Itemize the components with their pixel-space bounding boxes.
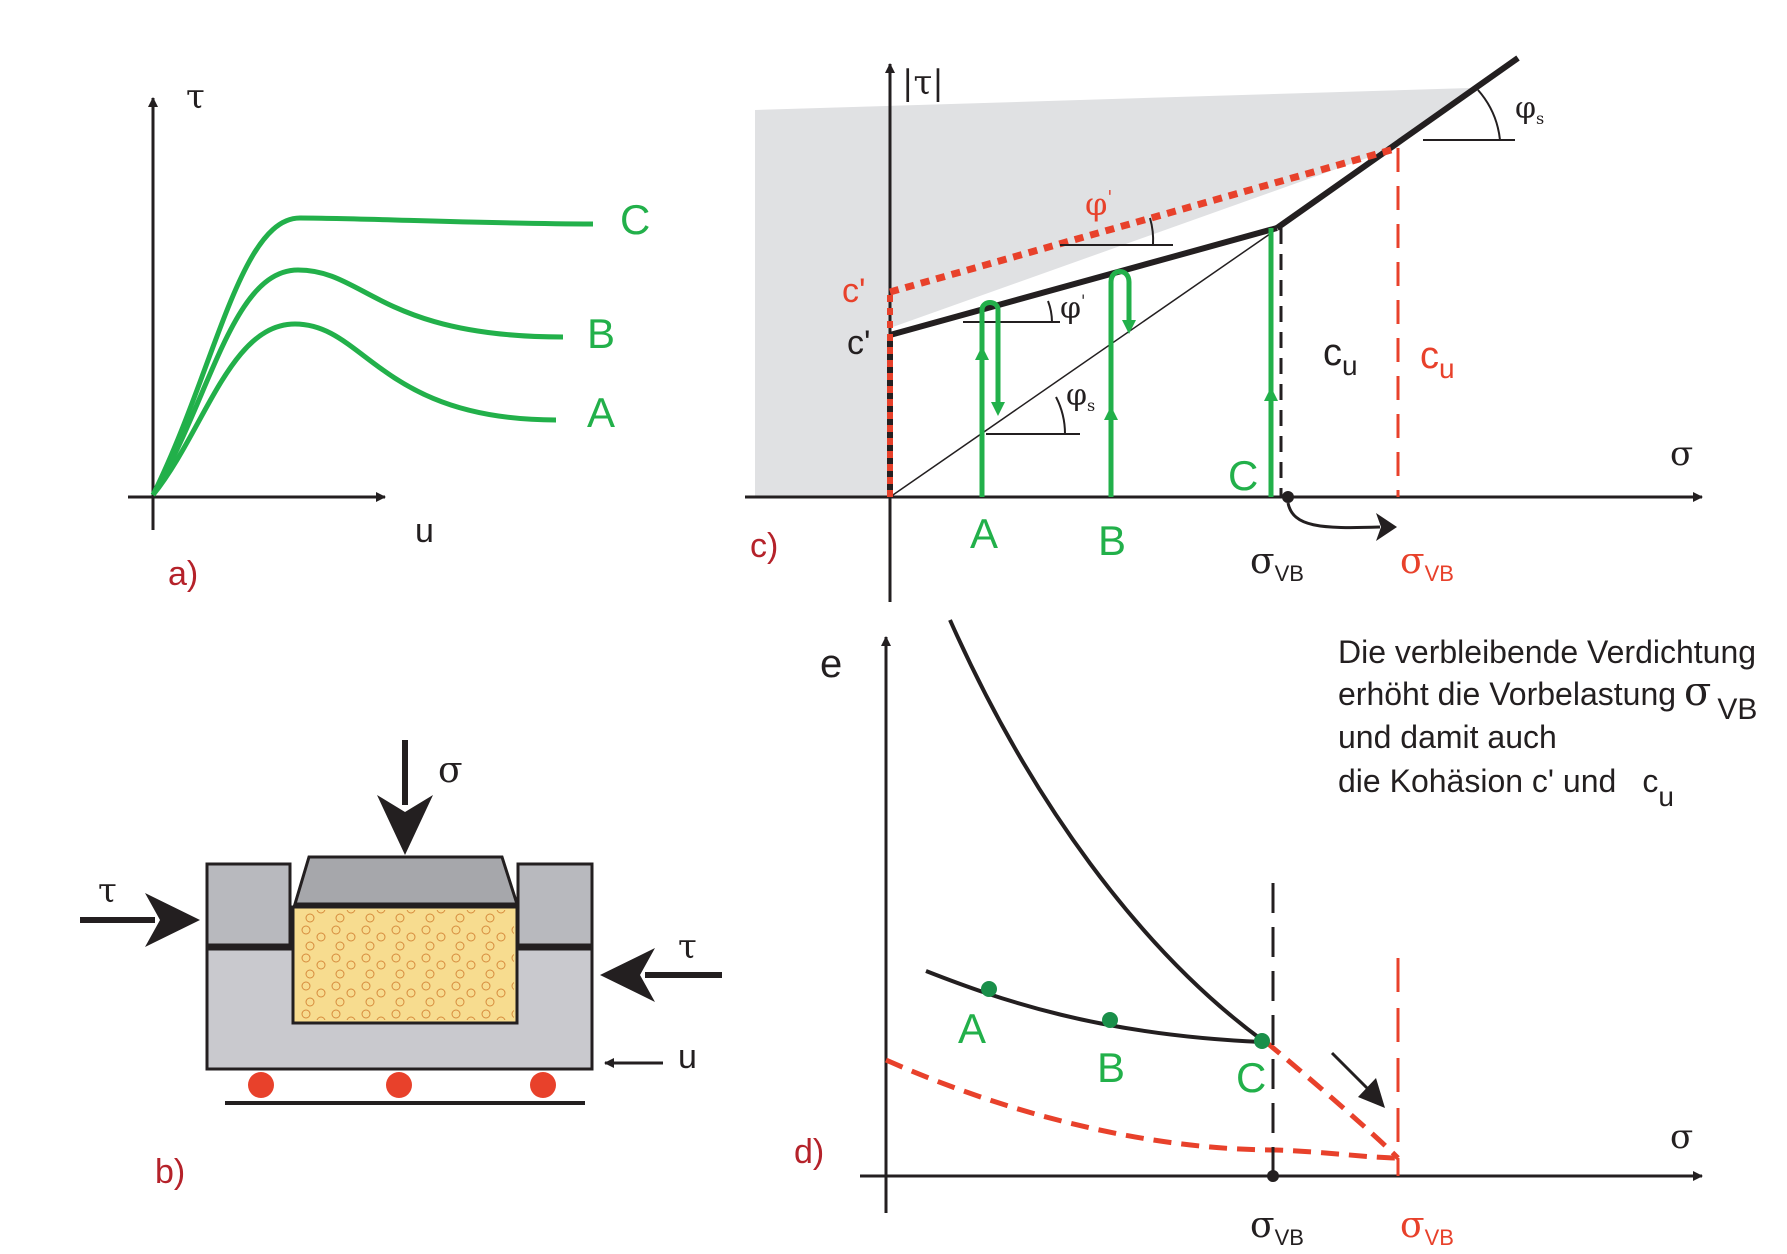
gray-admissible-region	[755, 88, 1470, 497]
curve-a-label: A	[587, 389, 615, 436]
point-a	[981, 981, 997, 997]
shear-box-right-block	[516, 862, 594, 948]
curve-c	[150, 215, 594, 497]
sigma-load-arrowhead	[377, 795, 433, 855]
panel-c-y-label: |τ|	[902, 63, 944, 103]
d-sigma-vb-red-label: σVB	[1400, 1205, 1454, 1250]
roller-3	[530, 1072, 556, 1098]
point-c-label: C	[1236, 1054, 1266, 1101]
cu-red-label: cu	[1420, 335, 1455, 384]
tau-right-label: τ	[678, 927, 697, 967]
panel-a-x-label: u	[415, 512, 434, 550]
recompression-curve	[925, 969, 1263, 1044]
panel-a: τ u C B A a)	[128, 77, 650, 593]
tau-left-label: τ	[98, 871, 117, 911]
panel-a-label: a)	[168, 555, 198, 593]
point-b-label: B	[1097, 1044, 1125, 1091]
point-b	[1102, 1012, 1118, 1028]
phi-prime-red-label: φ'	[1085, 185, 1112, 223]
phi-prime-black-arc	[1047, 300, 1053, 323]
note-line-3: und damit auch	[1338, 719, 1557, 755]
red-extension-curve	[1264, 1040, 1400, 1160]
cu-black-label: cu	[1323, 332, 1358, 381]
curve-b-label: B	[587, 310, 615, 357]
panel-a-y-label: τ	[186, 77, 205, 117]
curve-c-label: C	[620, 196, 650, 243]
note-line-1: Die verbleibende Verdichtung	[1338, 634, 1756, 670]
path-a-label: A	[970, 510, 998, 557]
panel-b: σ τ τ u b)	[80, 740, 722, 1191]
path-b-down-arrow	[1122, 320, 1136, 334]
sigma-vb-black-label: σVB	[1250, 541, 1304, 586]
tau-left-arrowhead	[145, 893, 200, 947]
roller-2	[386, 1072, 412, 1098]
phi-s-top-label: φs	[1515, 91, 1544, 128]
panel-d: e σ A B C σVB σVB d) Die verbleibende Ve…	[794, 619, 1757, 1250]
soil-grains	[296, 910, 514, 1020]
loading-cap	[292, 855, 520, 906]
u-label: u	[678, 1038, 697, 1076]
path-c-label: C	[1228, 452, 1258, 499]
curve-b	[150, 267, 564, 497]
panel-d-y-label: e	[820, 642, 842, 686]
path-a-loop	[979, 300, 1001, 410]
panel-d-label: d)	[794, 1133, 824, 1171]
roller-1	[248, 1072, 274, 1098]
point-c	[1254, 1033, 1270, 1049]
c-prime-red-label: c'	[842, 272, 866, 310]
sigma-vb-shift-arrowhead	[1376, 513, 1397, 541]
path-b-loop	[1108, 269, 1132, 325]
phi-s-inner-label: φs	[1066, 378, 1095, 415]
sigma-vb-point	[1282, 491, 1294, 503]
path-c-up-arrow	[1264, 387, 1278, 401]
point-a-label: A	[958, 1005, 986, 1052]
panel-c: |τ| σ φ' φ' φs φs c' c'	[745, 55, 1703, 602]
panel-d-x-label: σ	[1670, 1117, 1693, 1157]
tau-right-arrowhead	[600, 948, 655, 1002]
sigma-vb-red-label: σVB	[1400, 541, 1454, 586]
sigma-vb-shift-arrow	[1286, 502, 1381, 530]
phi-prime-black-label: φ'	[1060, 291, 1085, 326]
phi-prime-red-arc	[1149, 217, 1155, 246]
path-a-up-arrow	[975, 346, 989, 360]
path-b-up-arrow	[1104, 406, 1118, 420]
d-shift-arrowhead	[1358, 1078, 1385, 1108]
phi-s-inner-arc	[1055, 396, 1067, 435]
phi-s-inner-line	[889, 228, 1278, 498]
envelope-red-dotted	[889, 144, 1399, 296]
envelope-phi-s	[1275, 55, 1520, 231]
path-a-down-arrow	[991, 402, 1005, 416]
c-prime-black-label: c'	[847, 324, 871, 362]
red-recompression-curve	[884, 1057, 1399, 1161]
d-sigma-vb-black-label: σVB	[1250, 1205, 1304, 1250]
d-sigma-vb-point	[1267, 1170, 1279, 1182]
shear-box-left-block	[205, 862, 292, 948]
panel-b-label: b)	[155, 1153, 185, 1191]
envelope-phi-prime	[889, 225, 1278, 338]
curve-a	[151, 321, 557, 497]
phi-s-top-arc	[1477, 89, 1501, 141]
panel-c-label: c)	[750, 527, 778, 565]
sigma-load-label: σ	[438, 750, 463, 791]
path-b-label: B	[1098, 517, 1126, 564]
virgin-compression-curve	[948, 619, 1264, 1042]
panel-c-x-label: σ	[1670, 434, 1693, 474]
